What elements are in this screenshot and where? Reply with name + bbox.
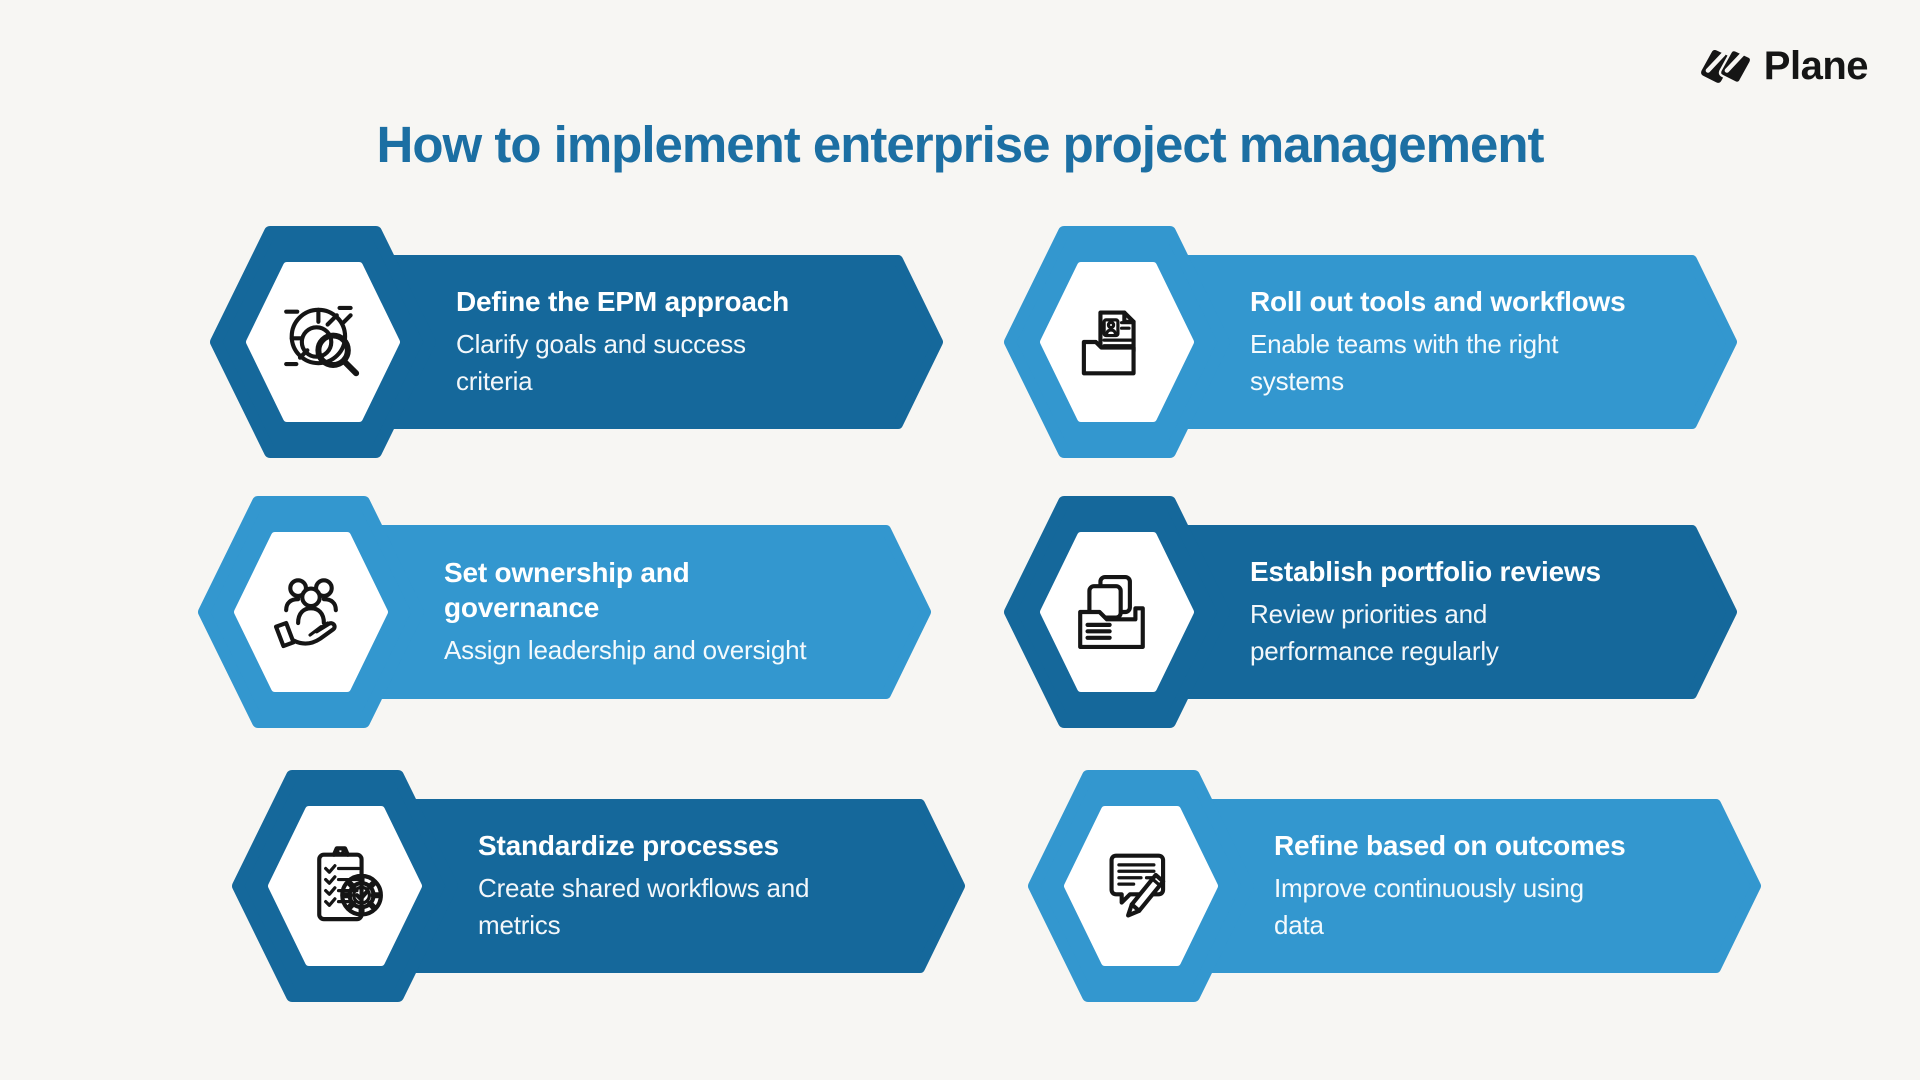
card-text: Roll out tools and workflows Enable team…: [1250, 260, 1690, 424]
card-text: Establish portfolio reviews Review prior…: [1250, 530, 1690, 694]
step-card-define-epm-approach: Define the EPM approach Clarify goals an…: [208, 222, 948, 462]
message-pencil-icon: [1109, 853, 1166, 918]
card-text: Standardize processes Create shared work…: [478, 804, 918, 968]
card-subtitle: Enable teams with the right systems: [1250, 329, 1559, 397]
card-text: Set ownership and governance Assign lead…: [444, 530, 884, 694]
pie-chart-magnifier-icon: [284, 305, 360, 377]
card-shape: [232, 770, 965, 1002]
step-card-roll-out-tools: Roll out tools and workflows Enable team…: [1002, 222, 1742, 462]
card-subtitle: Improve continuously using data: [1274, 873, 1584, 941]
folder-id-document-icon: [1081, 310, 1136, 376]
plane-logo-icon: [1700, 48, 1753, 84]
folder-files-icon: [1078, 574, 1145, 650]
plane-logo-text: Plane: [1763, 44, 1869, 88]
step-card-set-ownership: Set ownership and governance Assign lead…: [196, 492, 936, 732]
step-card-standardize-processes: Standardize processes Create shared work…: [230, 766, 970, 1006]
plane-logo: Plane: [1698, 42, 1869, 90]
card-shape: [198, 496, 931, 728]
hexagon-inner: [1064, 806, 1218, 966]
card-title: Refine based on outcomes: [1274, 829, 1626, 861]
card-title: Standardize processes: [478, 829, 779, 861]
card-shape: [1028, 770, 1761, 1002]
card-title: Roll out tools and workflows: [1250, 285, 1626, 317]
page-title: How to implement enterprise project mana…: [376, 116, 1545, 173]
card-text: Define the EPM approach Clarify goals an…: [456, 260, 896, 424]
step-card-refine-outcomes: Refine based on outcomes Improve continu…: [1026, 766, 1766, 1006]
card-title: Set ownership and governance: [444, 556, 690, 624]
hexagon-inner: [1040, 262, 1194, 422]
team-in-hand-icon: [273, 578, 338, 649]
card-subtitle: Clarify goals and success criteria: [456, 329, 746, 397]
card-subtitle: Assign leadership and oversight: [444, 635, 807, 666]
card-subtitle: Create shared workflows and metrics: [478, 873, 810, 941]
hexagon-inner: [234, 532, 388, 692]
card-shape: [1004, 226, 1737, 458]
card-title: Define the EPM approach: [456, 285, 790, 317]
card-text: Refine based on outcomes Improve continu…: [1274, 804, 1714, 968]
card-title: Establish portfolio reviews: [1250, 555, 1601, 587]
step-card-portfolio-reviews: Establish portfolio reviews Review prior…: [1002, 492, 1742, 732]
clipboard-gear-check-icon: [317, 846, 383, 922]
card-subtitle: Review priorities and performance regula…: [1250, 599, 1499, 667]
